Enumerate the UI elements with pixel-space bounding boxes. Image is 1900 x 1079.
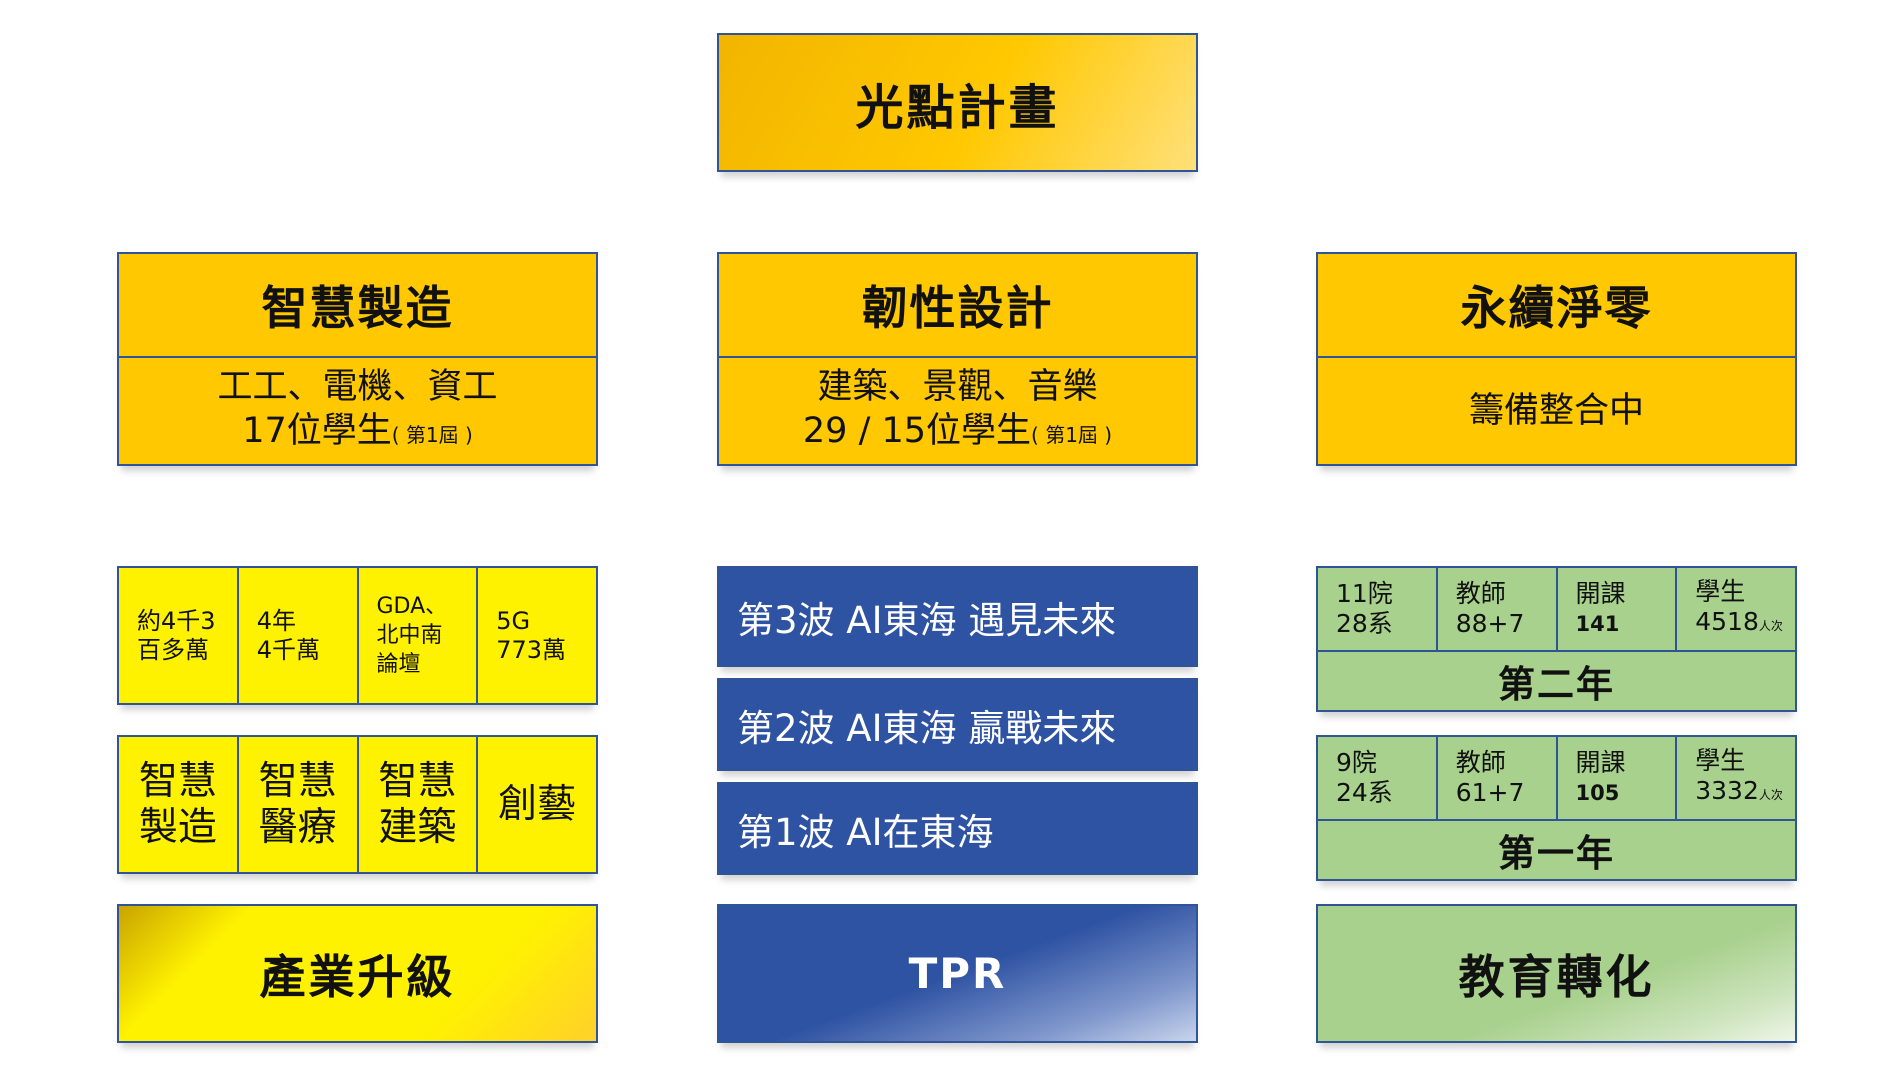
industry-upgrade-label: 產業升級 <box>259 949 456 1004</box>
industry-domain-cell: 智慧 醫療 <box>239 737 359 872</box>
tpr-wave-label: 第1波 AI在東海 <box>737 810 994 854</box>
program-resilient-design: 韌性設計 建築、景觀、音樂 29 / 15位學生( 第1屆 ) <box>717 252 1198 466</box>
title-box: 光點計畫 <box>717 33 1198 172</box>
program-sustainable-net-zero: 永續淨零 籌備整合中 <box>1316 252 1797 466</box>
education-stat-cell: 開課 105 <box>1558 737 1678 819</box>
tpr-wave-3: 第3波 AI東海 遇見未來 <box>717 566 1198 667</box>
program-status: 籌備整合中 <box>1468 391 1644 431</box>
industry-stat-cell: 約4千3 百多萬 <box>119 568 239 703</box>
education-year2-box: 11院 28系 教師 88+7 開課 141 學生 4518人次 第二年 <box>1316 566 1797 712</box>
tpr-label: TPR <box>908 949 1007 998</box>
industry-domain-cell: 智慧 建築 <box>359 737 479 872</box>
program-title: 永續淨零 <box>1318 254 1795 358</box>
program-title: 智慧製造 <box>119 254 596 358</box>
industry-domain-cell: 創藝 <box>498 781 577 827</box>
program-smart-manufacturing: 智慧製造 工工、電機、資工 17位學生( 第1屆 ) <box>117 252 598 466</box>
industry-stat-cell: 4年 4千萬 <box>239 568 359 703</box>
industry-domain-cell: 智慧 製造 <box>119 737 239 872</box>
program-departments: 工工、電機、資工 <box>217 367 498 407</box>
industry-stat-cell: 5G 773萬 <box>496 606 567 664</box>
education-year-label: 第一年 <box>1318 819 1795 879</box>
tpr-wave-label: 第2波 AI東海 贏戰未來 <box>737 706 1117 750</box>
tpr-box: TPR <box>717 904 1198 1043</box>
program-departments: 建築、景觀、音樂 <box>817 367 1098 407</box>
education-stat-cell: 9院 24系 <box>1318 737 1438 819</box>
program-cohort-note: ( 第1屆 ) <box>1031 423 1113 447</box>
program-students: 29 / 15位學生( 第1屆 ) <box>802 411 1113 451</box>
program-students: 17位學生( 第1屆 ) <box>242 411 473 451</box>
education-stat-cell: 開課 141 <box>1558 568 1678 650</box>
title-text: 光點計畫 <box>855 79 1060 136</box>
industry-upgrade-box: 產業升級 <box>117 904 598 1043</box>
industry-domains-grid: 智慧 製造 智慧 醫療 智慧 建築 創藝 <box>117 735 598 874</box>
tpr-wave-1: 第1波 AI在東海 <box>717 782 1198 875</box>
education-stat-cell: 學生 4518人次 <box>1695 577 1783 636</box>
education-stat-cell: 教師 88+7 <box>1438 568 1558 650</box>
program-detail: 籌備整合中 <box>1318 358 1795 464</box>
education-stat-cell: 教師 61+7 <box>1438 737 1558 819</box>
program-detail: 建築、景觀、音樂 29 / 15位學生( 第1屆 ) <box>719 358 1196 464</box>
education-stat-cell: 11院 28系 <box>1318 568 1438 650</box>
education-year-label: 第二年 <box>1318 650 1795 710</box>
industry-stat-cell: GDA、 北中南 論壇 <box>359 568 479 703</box>
tpr-wave-label: 第3波 AI東海 遇見未來 <box>737 598 1117 642</box>
industry-stats-grid: 約4千3 百多萬 4年 4千萬 GDA、 北中南 論壇 5G 773萬 <box>117 566 598 705</box>
education-stat-cell: 學生 3332人次 <box>1695 746 1783 805</box>
education-year1-box: 9院 24系 教師 61+7 開課 105 學生 3332人次 第一年 <box>1316 735 1797 881</box>
tpr-wave-2: 第2波 AI東海 贏戰未來 <box>717 678 1198 771</box>
education-transform-box: 教育轉化 <box>1316 904 1797 1043</box>
program-cohort-note: ( 第1屆 ) <box>391 423 473 447</box>
education-transform-label: 教育轉化 <box>1458 949 1655 1004</box>
program-title: 韌性設計 <box>719 254 1196 358</box>
program-detail: 工工、電機、資工 17位學生( 第1屆 ) <box>119 358 596 464</box>
